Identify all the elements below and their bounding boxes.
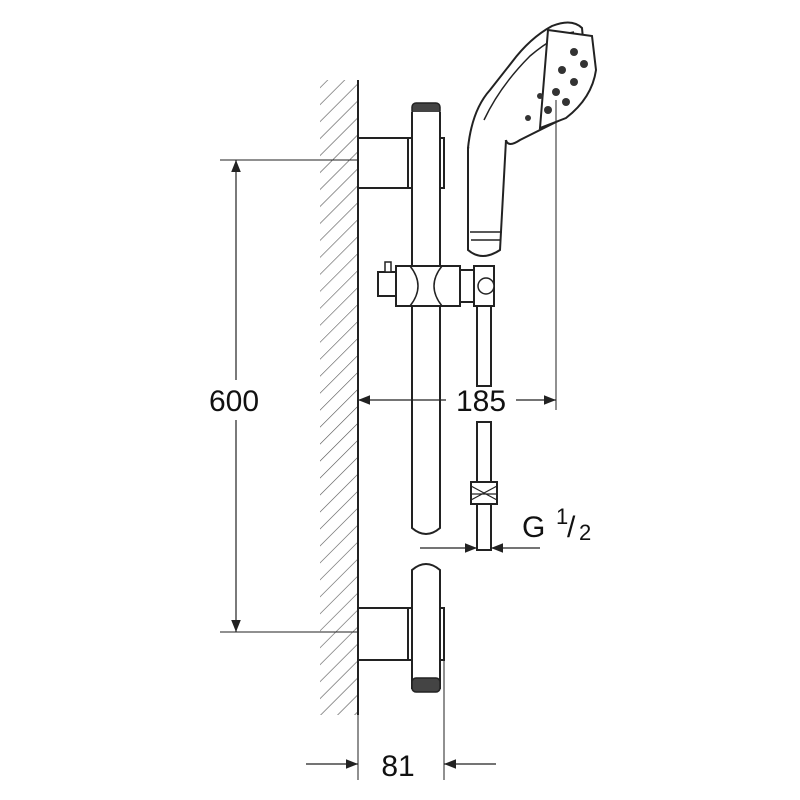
height-label: 600 <box>209 385 259 418</box>
projection-label: 185 <box>456 385 506 418</box>
handshower-icon <box>467 21 598 257</box>
hatched-wall <box>320 80 359 715</box>
slider-holder <box>377 261 495 307</box>
thread-slash: / <box>567 511 576 544</box>
thread-prefix: G <box>522 511 545 544</box>
thread-numerator: 1 <box>556 504 568 529</box>
dimension-projection <box>358 100 557 410</box>
shower-hose <box>470 305 498 551</box>
dimension-wall-offset <box>306 660 496 780</box>
dimension-height <box>220 159 358 633</box>
wall-offset-label: 81 <box>381 750 414 783</box>
slide-rail <box>411 102 441 693</box>
thread-denominator: 2 <box>579 520 591 545</box>
thread-label: G 1 / 2 <box>522 504 591 545</box>
